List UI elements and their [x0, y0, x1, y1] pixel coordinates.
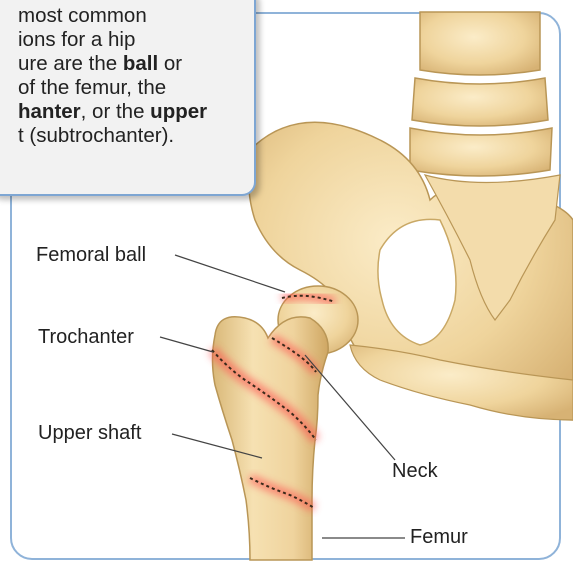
callout-line-5: hanter, or the upper: [18, 100, 280, 124]
callout-line-2: ions for a hip: [18, 28, 280, 52]
spine-vertebrae: [410, 12, 552, 176]
callout-line-6: t (subtrochanter).: [18, 124, 280, 148]
callout-box: most common ions for a hip ure are the b…: [0, 0, 256, 196]
callout-text: most common ions for a hip ure are the b…: [18, 4, 280, 148]
label-femur: Femur: [410, 526, 468, 549]
label-upper-shaft: Upper shaft: [38, 422, 141, 445]
callout-line-3c: or: [158, 52, 182, 75]
femur: [213, 286, 359, 560]
label-trochanter: Trochanter: [38, 326, 134, 349]
callout-trochanter-bold: hanter: [18, 100, 81, 123]
callout-line-5b: , or the: [81, 100, 151, 123]
leader-femoral-ball: [175, 255, 285, 292]
label-femoral-ball: Femoral ball: [36, 244, 146, 267]
callout-line-1: most common: [18, 4, 280, 28]
leader-trochanter: [160, 337, 213, 352]
callout-line-3a: ure are the: [18, 52, 123, 75]
label-neck: Neck: [392, 460, 438, 483]
callout-line-3: ure are the ball or: [18, 52, 280, 76]
callout-line-4: of the femur, the: [18, 76, 280, 100]
callout-upper-bold: upper: [150, 100, 207, 123]
callout-ball-bold: ball: [123, 52, 158, 75]
